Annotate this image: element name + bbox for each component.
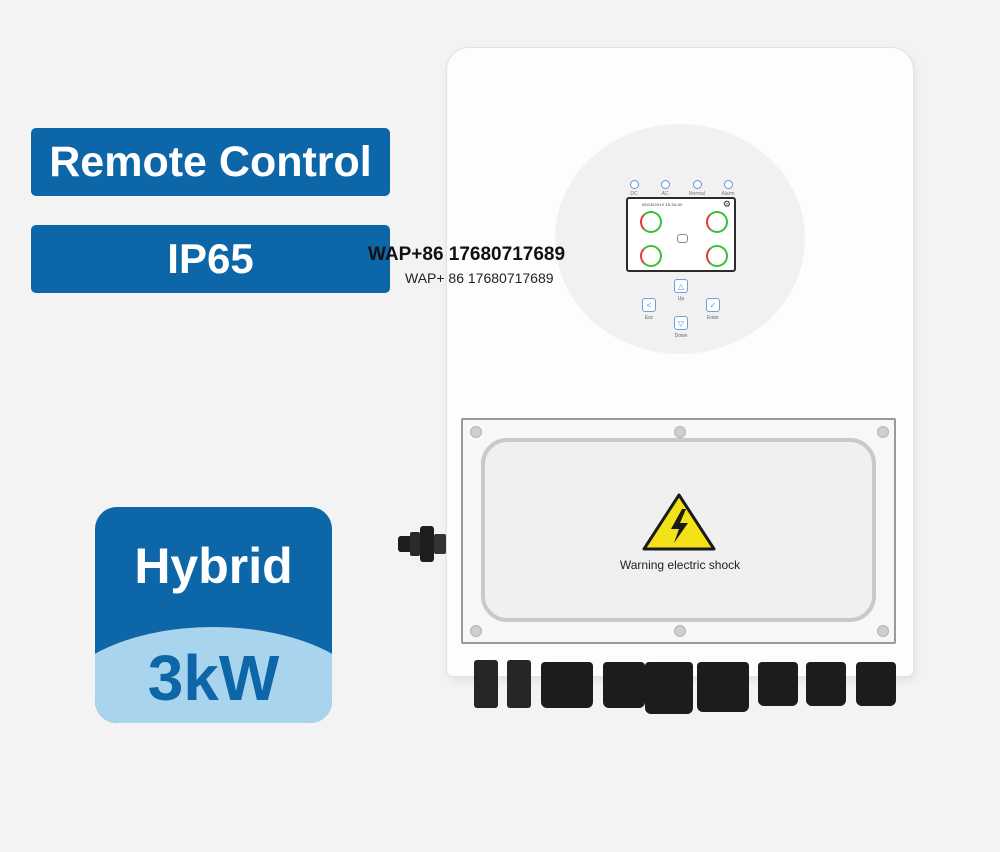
remote-control-badge: Remote Control xyxy=(31,128,390,196)
triangle-up-icon: △ xyxy=(677,281,685,291)
enter-button[interactable]: ✓ xyxy=(706,298,720,312)
up-button[interactable]: △ xyxy=(674,279,688,293)
screw-bottom-left xyxy=(470,625,482,637)
grid-gauge-icon xyxy=(706,211,728,233)
up-label: Up xyxy=(677,296,685,302)
lcd-timestamp: 05/26/2019 15:34:40 xyxy=(642,202,683,207)
badge-wave-decoration xyxy=(95,627,332,723)
warning-label: Warning electric shock xyxy=(619,558,741,572)
led-normal: Normal xyxy=(685,180,709,197)
lcd-screen: 05/26/2019 15:34:40 ⚙ xyxy=(626,197,736,272)
down-label: Down xyxy=(674,333,688,339)
cable-gland-1 xyxy=(541,662,593,708)
contact-watermark-secondary: WAP+ 86 17680717689 xyxy=(405,270,554,286)
gear-icon[interactable]: ⚙ xyxy=(722,199,731,209)
pv-connector-2 xyxy=(507,660,531,708)
pv-connector-1 xyxy=(474,660,498,708)
led-alarm-label: Alarm xyxy=(721,191,735,197)
lightning-warning-icon xyxy=(642,493,716,551)
load-gauge-icon xyxy=(706,245,728,267)
cable-gland-4 xyxy=(697,662,749,712)
esc-label: Esc xyxy=(644,315,654,321)
enter-label: Enter xyxy=(707,315,719,321)
side-cable-gland xyxy=(398,526,446,562)
cable-gland-2 xyxy=(603,662,645,708)
hybrid-power-badge: Hybrid 3kW xyxy=(95,507,332,723)
down-button[interactable]: ▽ xyxy=(674,316,688,330)
led-normal-label: Normal xyxy=(688,191,706,197)
triangle-down-icon: ▽ xyxy=(677,318,685,328)
screw-top-right xyxy=(877,426,889,438)
screw-bottom-center xyxy=(674,625,686,637)
led-dc-label: DC xyxy=(630,191,638,197)
power-rating-label: 3kW xyxy=(147,642,280,714)
inverter-flow-icon xyxy=(677,234,688,243)
cable-gland-7 xyxy=(856,662,896,706)
cable-gland-5 xyxy=(758,662,798,706)
arrow-left-icon: < xyxy=(646,300,652,310)
remote-control-label: Remote Control xyxy=(49,137,372,186)
screw-top-left xyxy=(470,426,482,438)
screw-bottom-right xyxy=(877,625,889,637)
ip-rating-label: IP65 xyxy=(167,235,254,282)
screw-top-center xyxy=(674,426,686,438)
led-ac-label: AC xyxy=(661,191,669,197)
led-ac: AC xyxy=(653,180,677,197)
esc-button[interactable]: < xyxy=(642,298,656,312)
check-icon: ✓ xyxy=(709,300,717,310)
led-dc: DC xyxy=(622,180,646,197)
battery-gauge-icon xyxy=(640,245,662,267)
contact-watermark: WAP+86 17680717689 xyxy=(368,244,566,265)
pv-gauge-icon xyxy=(640,211,662,233)
hybrid-label: Hybrid xyxy=(134,538,293,594)
cable-gland-6 xyxy=(806,662,846,706)
ip65-badge: IP65 xyxy=(31,225,390,293)
cable-gland-3 xyxy=(645,662,693,714)
led-alarm: Alarm xyxy=(716,180,740,197)
